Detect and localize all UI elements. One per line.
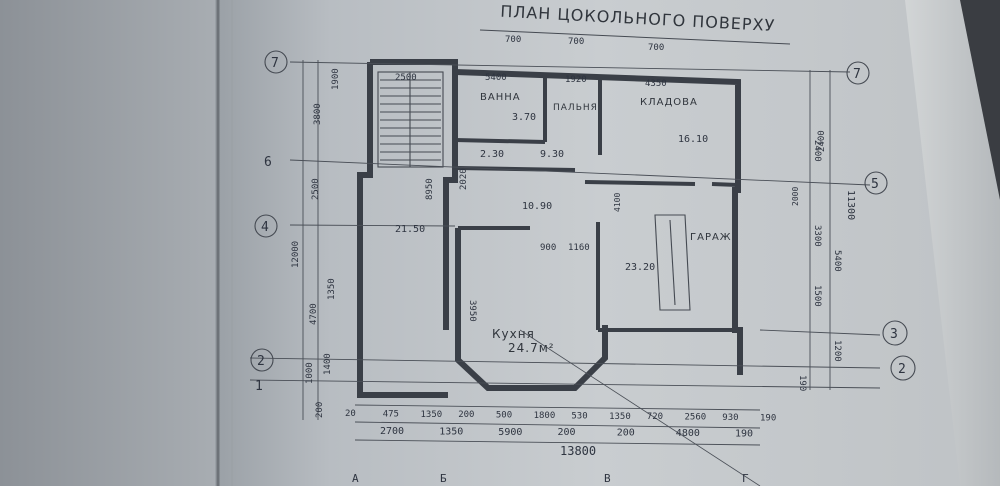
dim-top-window-3: 700	[648, 43, 664, 53]
bottom-dim-1-9: 2560	[685, 413, 707, 423]
axis-left-7: 7	[271, 56, 279, 71]
staircase	[377, 71, 444, 168]
dim-int-7: 2400	[817, 130, 827, 152]
bottom-dim-1-0: 20	[345, 409, 356, 419]
bottom-dim-1-11: 190	[760, 413, 776, 423]
room-kitchen-area: 24.7м²	[508, 341, 555, 355]
right-sheet	[905, 0, 1000, 486]
area-hall: 21.50	[395, 224, 425, 235]
bottom-dim-2-5: 4800	[676, 428, 700, 439]
bottom-dim-2-2: 5900	[498, 427, 522, 438]
bottom-dim-1-10: 930	[722, 413, 738, 423]
axis-right-2: 2	[898, 362, 906, 377]
dim-top-boiler: 1920	[565, 75, 587, 85]
bottom-dim-2-3: 200	[558, 427, 576, 438]
axis-left-4: 4	[261, 220, 269, 235]
garage-ramp	[654, 214, 691, 311]
room-garage-name: ГАРАЖ	[690, 232, 732, 243]
dim-left-2500: 2500	[311, 178, 321, 200]
axis-left-1: 1	[255, 379, 263, 394]
dim-right-3300: 3300	[812, 225, 822, 247]
axis-right-7: 7	[853, 67, 861, 82]
dim-int-6: 4100	[613, 193, 622, 212]
bottom-dim-2-0: 2700	[380, 426, 404, 437]
dim-left-12000: 12000	[291, 241, 301, 268]
dim-right-5400: 5400	[832, 250, 842, 272]
dim-top-storage: 4350	[645, 79, 667, 89]
bottom-dim-2-6: 190	[735, 428, 753, 439]
bottom-dims-row-2: 2700 1350 5900 200 200 4800 190	[380, 426, 753, 439]
dim-left-1000: 1000	[305, 362, 315, 384]
dim-top-stair: 2500	[395, 73, 417, 83]
area-wc: 2.30	[480, 149, 504, 160]
dim-int-3: 3950	[467, 300, 477, 322]
dim-left-4700: 4700	[309, 303, 319, 325]
dim-left-1350: 1350	[327, 278, 337, 300]
dimension-lines	[249, 60, 881, 446]
dim-right-11300: 11300	[845, 190, 856, 220]
dim-left-1400: 1400	[323, 353, 333, 375]
bottom-dim-2-1: 1350	[439, 426, 463, 437]
axis-bottom-g: Г	[742, 472, 749, 485]
dim-top-bath: 5400	[485, 73, 507, 83]
axis-bottom-b: Б	[440, 472, 447, 485]
axis-left-6: 6	[264, 155, 272, 170]
room-bath-name: ВАННА	[480, 92, 521, 103]
room-bath-area: 3.70	[512, 112, 536, 123]
bottom-dim-2-4: 200	[617, 428, 635, 439]
interior-walls	[443, 72, 739, 332]
dim-left-1900: 1900	[331, 68, 341, 90]
left-page	[0, 0, 225, 486]
dim-int-1: 900	[540, 243, 556, 253]
dim-int-4: 2020	[459, 168, 469, 190]
dim-right-190: 190	[797, 375, 807, 391]
dim-right-2400: 2400	[812, 140, 822, 162]
dim-top-window-1: 700	[505, 35, 521, 45]
dim-left-200: 200	[315, 402, 325, 418]
bottom-dim-1-6: 530	[571, 411, 587, 421]
section-line	[519, 329, 761, 486]
axis-right-3: 3	[890, 327, 898, 342]
bottom-dim-1-5: 1800	[534, 411, 556, 421]
bottom-dim-1-4: 500	[496, 411, 512, 421]
dim-right-1500: 1500	[812, 285, 822, 307]
area-corridor: 10.90	[522, 201, 552, 212]
dim-int-8: 2000	[791, 187, 800, 206]
bottom-dims-row-1: 20 475 1350 200 500 1800 530 1350 720 2560 930 190	[345, 409, 776, 423]
room-garage-area: 23.20	[625, 262, 655, 273]
axis-markers-right	[846, 61, 916, 381]
area-hall-small: 9.30	[540, 149, 564, 160]
axis-bottom-a: А	[352, 472, 359, 485]
axis-bottom-v: В	[604, 472, 611, 485]
axis-left-2: 2	[257, 354, 265, 369]
dim-top-window-2: 700	[568, 37, 584, 47]
axis-markers-left	[250, 50, 288, 372]
bottom-dim-1-8: 720	[647, 412, 663, 422]
axis-right-5: 5	[871, 177, 879, 192]
bottom-dim-1-3: 200	[458, 410, 474, 420]
bottom-dim-1-2: 1350	[421, 410, 443, 420]
overall-width: 13800	[560, 444, 596, 458]
dim-left-3800: 3800	[313, 103, 323, 125]
room-kitchen-name: Кухня	[492, 327, 535, 341]
dim-int-2: 1160	[568, 243, 590, 253]
dim-int-5: 8950	[425, 178, 435, 200]
bottom-dim-1-1: 475	[383, 409, 399, 419]
bottom-dim-1-7: 1350	[609, 412, 631, 422]
room-boiler-name: ПАЛЬНЯ	[553, 103, 598, 113]
room-storage-name: КЛАДОВА	[640, 97, 698, 108]
room-storage-area: 16.10	[678, 134, 708, 145]
dim-right-1200: 1200	[832, 340, 842, 362]
